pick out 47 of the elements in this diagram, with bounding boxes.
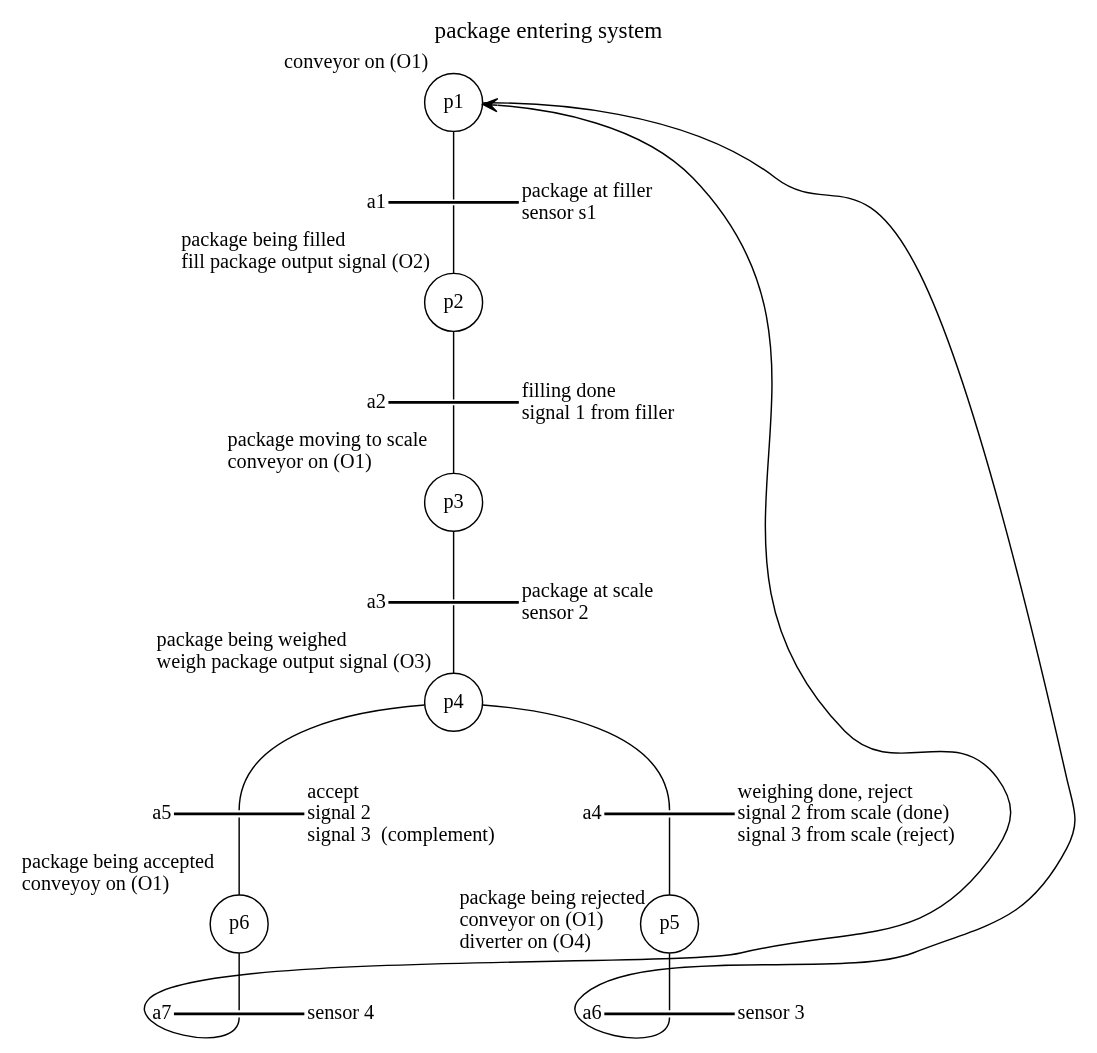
node-circle: p2 [423,272,484,333]
node-label: signal 3 from scale (reject) [737,823,955,845]
connector [482,704,671,811]
connector [668,952,671,1011]
node-label: sensor 3 [737,1001,805,1024]
node-label: package being weighed [156,628,347,651]
node-label: filling done [521,378,616,401]
node-label: a7 [152,1001,172,1024]
node-label: a2 [366,389,386,412]
node-label: weighing done, reject [737,779,913,802]
node-label: a3 [366,589,386,612]
node-label: package moving to scale [227,428,428,451]
node-circle: p4 [423,672,484,733]
connector [452,330,455,401]
node-label: package being filled [181,228,346,251]
connector [482,102,1076,1039]
node-label: conveyor on (O1) [284,49,429,72]
node-label: package at scale [521,578,654,601]
node-label: a5 [152,801,172,824]
node-label: signal 3 (complement) [307,823,495,845]
node-label: package at filler [521,178,653,201]
node-circle: p3 [423,472,484,533]
node-box [604,812,735,816]
connector [452,530,455,601]
node-circle: p1 [423,72,484,133]
connector [452,404,455,474]
node-box [388,200,519,204]
node-label: a4 [582,801,602,824]
node-box [388,600,519,604]
connector [452,204,455,275]
node-label: sensor 4 [307,1001,375,1024]
node-label: package being accepted [21,849,215,872]
diagram-title: package entering system [434,17,663,44]
connector [452,604,455,674]
connector [668,816,671,896]
node-label: a1 [366,189,386,212]
connector [238,704,426,811]
node-box [173,812,305,816]
connector [452,130,455,201]
connector [238,952,240,1011]
node-label: accept [307,779,360,802]
node-circle: p6 [209,894,269,954]
node-label: a6 [582,1001,602,1024]
node-box [388,400,519,404]
node-box [173,1012,305,1016]
connector [238,816,240,896]
node-box [604,1012,735,1016]
